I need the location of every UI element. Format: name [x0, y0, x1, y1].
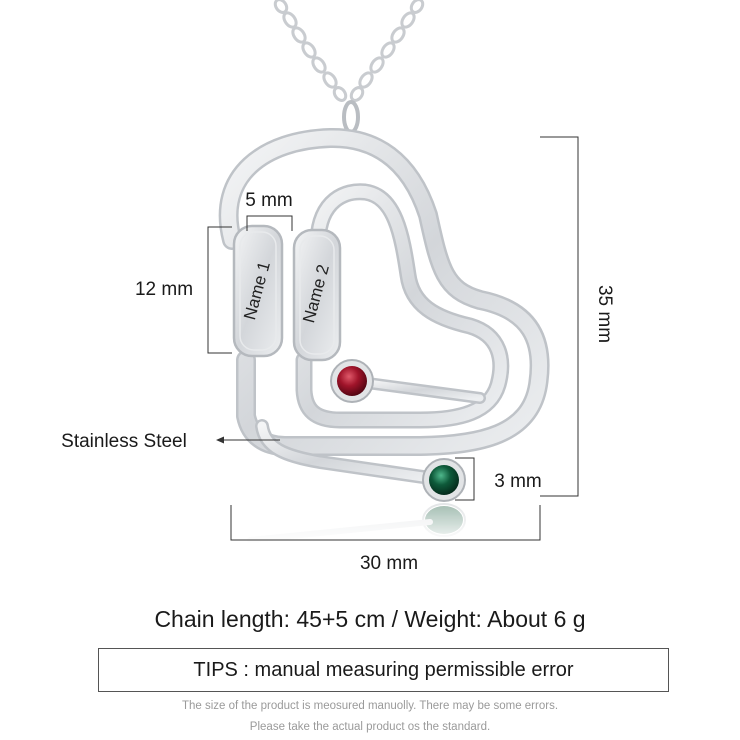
tips-box: TIPS : manual measuring permissible erro… — [98, 648, 669, 692]
dim-bar-height: 12 mm — [135, 279, 193, 300]
chain — [273, 0, 425, 102]
dimension-lines — [207, 136, 579, 541]
stone-reflection — [220, 503, 490, 545]
dim-total-width: 30 mm — [360, 553, 418, 574]
bail-ring — [342, 100, 360, 134]
green-birthstone — [422, 458, 466, 502]
red-birthstone — [330, 359, 374, 403]
dim-total-height: 35 mm — [594, 285, 615, 343]
tips-note-1: The size of the product is meosured manu… — [181, 700, 559, 712]
material-arrowhead — [216, 436, 224, 444]
dim-stone-size: 3 mm — [494, 471, 542, 492]
material-label: Stainless Steel — [61, 431, 187, 452]
dim-bar-width: 5 mm — [245, 190, 293, 211]
tips-note-2: Please take the actual product os the st… — [249, 721, 491, 733]
heart-pendant: Name 1 Name 2 — [218, 127, 550, 502]
name-bar-2: Name 2 — [292, 228, 342, 362]
name-bar-1: Name 1 — [232, 224, 284, 358]
chain-weight-spec: Chain length: 45+5 cm / Weight: About 6 … — [154, 606, 586, 632]
